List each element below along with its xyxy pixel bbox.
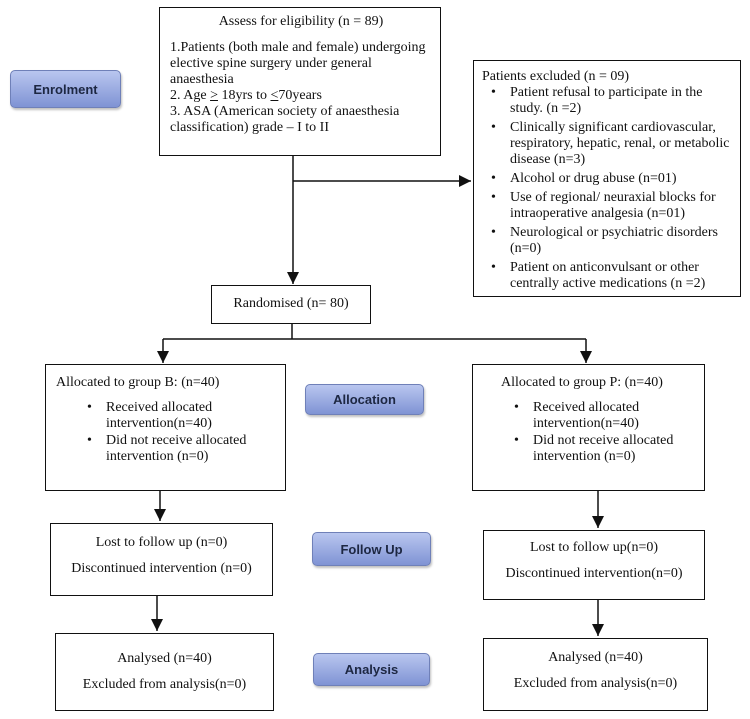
exclusion-list: Patient refusal to participate in the st… <box>482 85 732 292</box>
phase-enrolment: Enrolment <box>10 70 121 108</box>
group-p-lost: Lost to follow up(n=0) <box>529 540 659 555</box>
group-p-discontinued: Discontinued intervention(n=0) <box>505 566 683 581</box>
group-p-not-received: Did not receive allocated intervention (… <box>505 433 696 465</box>
group-p-allocation-list: Received allocated intervention(n=40) Di… <box>505 400 696 465</box>
eligibility-criterion-2: 2. Age > 18yrs to <70years <box>170 88 322 103</box>
exclusion-item: Alcohol or drug abuse (n=01) <box>482 171 732 187</box>
group-b-analysed: Analysed (n=40) <box>117 651 212 666</box>
group-p-followup-box: Lost to follow up(n=0) Discontinued inte… <box>483 530 705 600</box>
group-p-analysed: Analysed (n=40) <box>548 650 643 665</box>
group-p-excluded-analysis: Excluded from analysis(n=0) <box>513 676 678 691</box>
group-b-received: Received allocated intervention(n=40) <box>78 400 277 432</box>
exclusion-item: Patient on anticonvulsant or other centr… <box>482 260 732 292</box>
exclusion-item: Clinically significant cardiovascular, r… <box>482 120 732 168</box>
eligibility-criterion-1: 1.Patients (both male and female) underg… <box>170 40 426 87</box>
phase-follow-up: Follow Up <box>312 532 431 566</box>
group-p-analysis-box: Analysed (n=40) Excluded from analysis(n… <box>483 638 708 711</box>
group-b-lost: Lost to follow up (n=0) <box>95 535 228 550</box>
group-b-discontinued: Discontinued intervention (n=0) <box>71 561 252 576</box>
excluded-title: Patients excluded (n = 09) <box>482 69 630 84</box>
exclusion-item: Patient refusal to participate in the st… <box>482 85 732 117</box>
group-p-allocation-box: Allocated to group P: (n=40) Received al… <box>472 364 705 491</box>
eligibility-criterion-3: 3. ASA (American society of anaesthesia … <box>170 104 400 135</box>
randomised-label: Randomised (n= 80) <box>233 296 349 311</box>
phase-allocation: Allocation <box>305 384 424 415</box>
exclusion-item: Use of regional/ neuraxial blocks for in… <box>482 190 732 222</box>
eligibility-title: Assess for eligibility (n = 89) <box>218 14 384 29</box>
group-b-excluded-analysis: Excluded from analysis(n=0) <box>82 677 247 692</box>
group-b-analysis-box: Analysed (n=40) Excluded from analysis(n… <box>55 633 274 711</box>
group-b-allocation-list: Received allocated intervention(n=40) Di… <box>78 400 277 465</box>
group-b-allocation-box: Allocated to group B: (n=40) Received al… <box>45 364 286 491</box>
group-p-title: Allocated to group P: (n=40) <box>501 375 663 390</box>
group-b-title: Allocated to group B: (n=40) <box>56 375 220 390</box>
randomised-box: Randomised (n= 80) <box>211 285 371 324</box>
exclusion-item: Neurological or psychiatric disorders (n… <box>482 225 732 257</box>
phase-analysis: Analysis <box>313 653 430 686</box>
eligibility-box: Assess for eligibility (n = 89) 1.Patien… <box>159 7 441 156</box>
group-b-followup-box: Lost to follow up (n=0) Discontinued int… <box>50 523 273 596</box>
excluded-box: Patients excluded (n = 09) Patient refus… <box>473 60 741 297</box>
group-p-received: Received allocated intervention(n=40) <box>505 400 696 432</box>
group-b-not-received: Did not receive allocated intervention (… <box>78 433 277 465</box>
